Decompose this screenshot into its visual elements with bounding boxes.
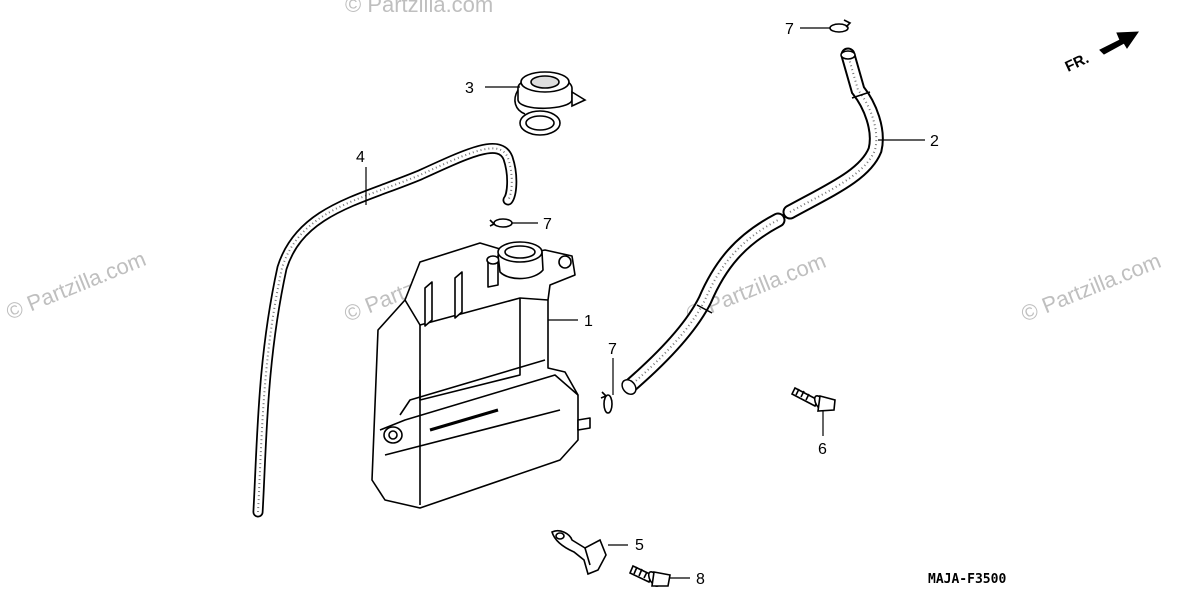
callout-7-middle: 7: [543, 216, 552, 233]
hose-clip-lower: [600, 391, 613, 414]
flange-bolt-8: [628, 564, 671, 588]
callout-7-lower: 7: [608, 341, 617, 358]
callout-8: 8: [696, 571, 705, 588]
callout-labels: 1 2 3 4 5 6 7 7 7 8: [356, 21, 939, 588]
watermark-top-1: © Partzilla.com: [345, 0, 493, 17]
hose-4: [252, 142, 518, 518]
callout-6: 6: [818, 441, 827, 458]
hose-clip-middle: [489, 218, 513, 228]
diagram-code: MAJA-F3500: [928, 572, 1006, 587]
front-arrow-icon: [1099, 31, 1139, 55]
callout-7-top: 7: [785, 21, 794, 38]
front-label: FR.: [1063, 50, 1092, 76]
callout-2: 2: [930, 133, 939, 150]
stay-bracket: [551, 529, 607, 576]
reservoir-cap: [514, 71, 587, 136]
callout-3: 3: [465, 80, 474, 97]
callout-4: 4: [356, 149, 365, 166]
leader-lines: [365, 27, 925, 579]
callout-1: 1: [584, 313, 593, 330]
watermark-left: © Partzilla.com: [3, 246, 150, 325]
callout-5: 5: [635, 537, 644, 554]
front-direction-indicator: FR.: [1063, 31, 1139, 76]
hose-clip-top: [829, 19, 852, 33]
watermarks: © Partzilla.com © Partzilla.com © Partzi…: [3, 0, 1165, 327]
watermark-right: © Partzilla.com: [1018, 248, 1165, 327]
reservoir-tank: [371, 241, 591, 509]
hose-2: [621, 47, 884, 395]
flange-bolt-6: [790, 386, 836, 412]
